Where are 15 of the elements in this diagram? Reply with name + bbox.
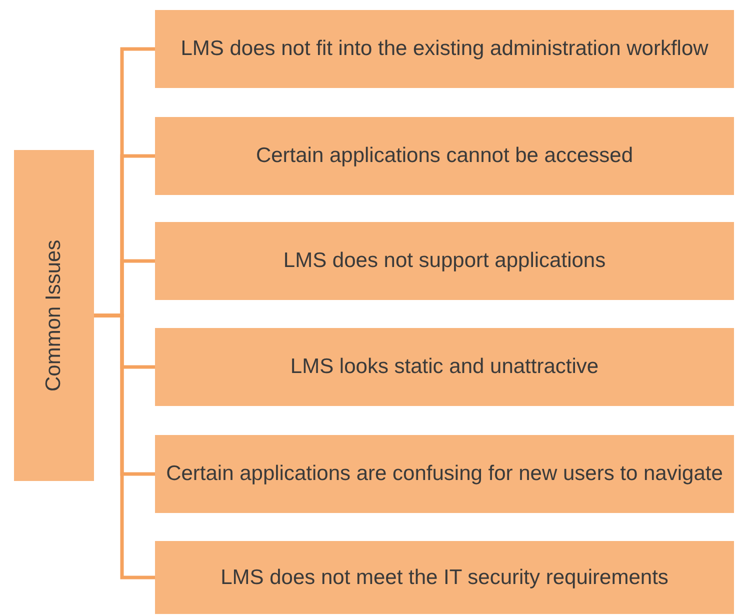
issue-box <box>155 541 734 614</box>
issue-box <box>155 328 734 406</box>
issue-text: LMS looks static and unattractive <box>290 354 599 380</box>
bracket-connector <box>94 314 155 580</box>
category-label: Common Issues <box>41 240 66 392</box>
issue-text: Certain applications are confusing for new users to navigate <box>166 461 723 488</box>
issue-text: LMS does not meet the IT security requirements <box>220 564 668 591</box>
issue-box <box>155 117 734 195</box>
issue-box <box>155 10 734 88</box>
issue-text: LMS does not support applications <box>283 248 606 274</box>
issue-box <box>155 222 734 300</box>
issue-text: LMS does not fit into the existing administration workflow <box>180 36 708 62</box>
issue-text: Certain applications cannot be accessed <box>256 143 634 170</box>
category-box <box>14 150 94 481</box>
issue-box <box>155 435 734 513</box>
